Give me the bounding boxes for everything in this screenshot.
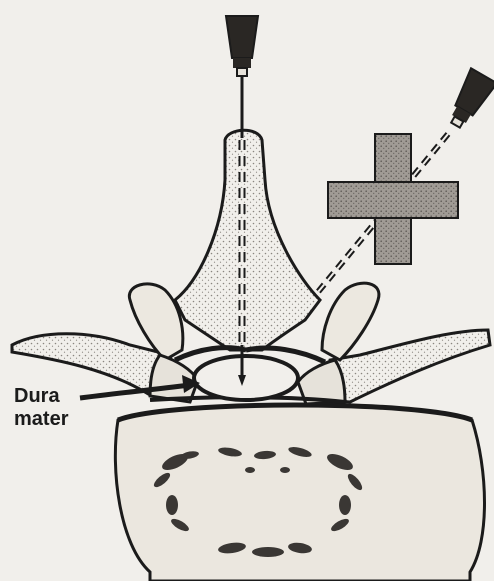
vertebral-body <box>115 405 484 581</box>
dura-mater-sac <box>194 356 298 400</box>
dura-label-line2: mater <box>14 408 114 431</box>
dura-mater-label: Dura mater <box>14 385 114 431</box>
cross-mark-icon <box>328 134 458 264</box>
dura-label-line1: Dura <box>14 385 114 408</box>
